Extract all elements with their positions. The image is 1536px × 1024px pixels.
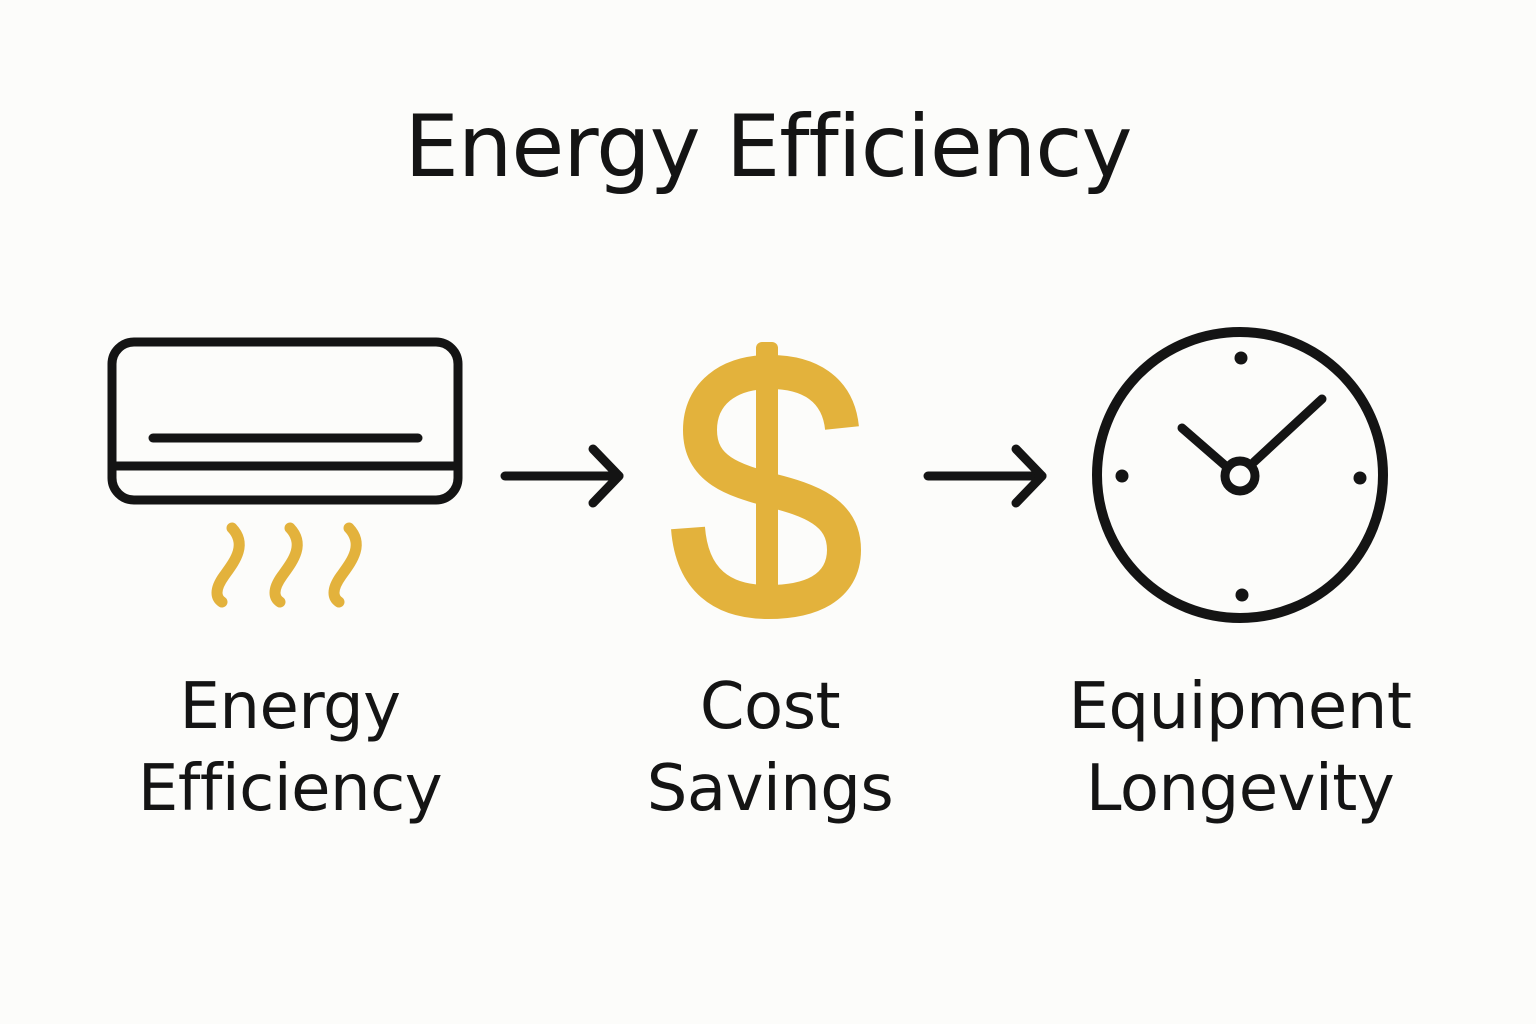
arrow-right-icon xyxy=(500,444,624,508)
label-line-2: Savings xyxy=(646,752,894,826)
step-label-equipment-longevity: Equipment Longevity xyxy=(1010,666,1470,830)
step-label-energy-efficiency: Energy Efficiency xyxy=(90,666,490,830)
label-line-1: Equipment xyxy=(1068,670,1412,744)
diagram-title: Energy Efficiency xyxy=(404,97,1133,197)
label-line-2: Longevity xyxy=(1085,752,1395,826)
label-line-1: Energy xyxy=(179,670,401,744)
step-label-cost-savings: Cost Savings xyxy=(570,666,970,830)
air-conditioner-icon xyxy=(107,337,463,608)
airflow-waves-icon xyxy=(211,522,362,608)
clock-icon xyxy=(1092,327,1388,623)
arrow-right-icon xyxy=(923,444,1047,508)
dollar-sign-icon xyxy=(671,342,862,620)
label-line-2: Efficiency xyxy=(137,752,443,826)
label-line-1: Cost xyxy=(699,670,841,744)
